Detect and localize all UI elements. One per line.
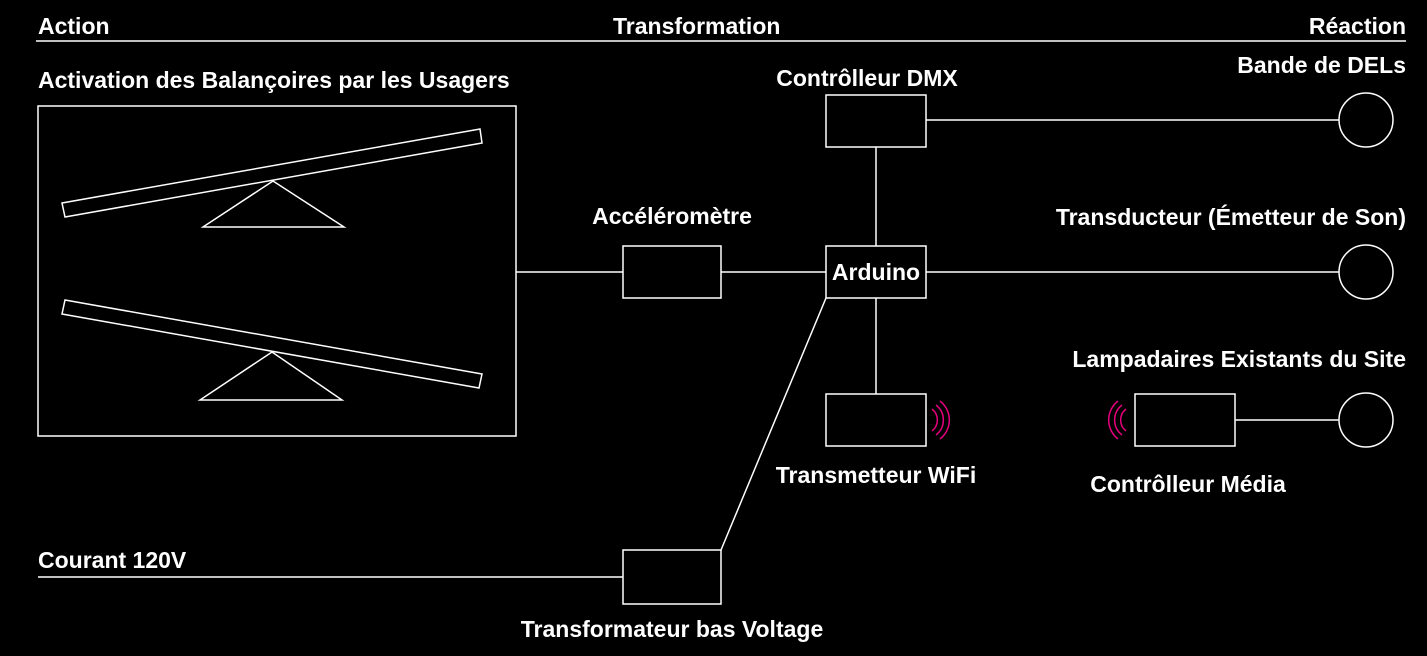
led-strip-label: Bande de DELs [1237, 52, 1406, 78]
transformer-box [622, 549, 722, 605]
transformer-label: Transformateur bas Voltage [521, 616, 824, 642]
seesaw-bottom-plank [61, 299, 483, 389]
swings-label: Activation des Balançoires par les Usage… [38, 67, 510, 93]
dmx-controller-label: Contrôlleur DMX [776, 65, 958, 91]
receiver-signal-arc-middle [1113, 404, 1123, 436]
transducer-output [1338, 244, 1394, 300]
media-controller-box [1134, 393, 1236, 447]
wifi-transmitter-label: Transmetteur WiFi [776, 462, 976, 488]
seesaw-bottom [61, 299, 483, 401]
dmx-controller-box [825, 94, 927, 148]
seesaw-top-plank [61, 128, 483, 218]
accelerometer-label: Accéléromètre [592, 203, 752, 229]
wifi-signal-arc-inner [931, 408, 939, 432]
media-controller-label: Contrôlleur Média [1090, 471, 1286, 497]
arduino-label: Arduino [832, 259, 920, 285]
link-transformer-arduino [720, 297, 827, 551]
receiver-signal-arc-inner [1119, 408, 1127, 432]
accelerometer-box [622, 245, 722, 299]
header-action: Action [38, 13, 110, 39]
header-reaction: Réaction [1309, 13, 1406, 39]
swings-frame [37, 105, 517, 437]
transducer-label: Transducteur (Émetteur de Son) [1056, 203, 1406, 230]
wifi-signal-arc-middle [935, 404, 945, 436]
wifi-signal-arc-outer [939, 400, 951, 440]
header-transformation: Transformation [613, 13, 780, 39]
wifi-transmitter-box [825, 393, 927, 447]
seesaw-top [61, 128, 483, 228]
power-label: Courant 120V [38, 547, 187, 573]
arduino-box [825, 245, 927, 299]
wireless-signal-icon [931, 400, 951, 440]
wireless-signal-icon [1107, 400, 1127, 440]
seesaw-bottom-fulcrum [197, 351, 345, 401]
receiver-signal-arc-outer [1107, 400, 1119, 440]
seesaw-top-fulcrum [200, 180, 347, 228]
led-strip-output [1338, 92, 1394, 148]
streetlights-output [1338, 392, 1394, 448]
streetlights-label: Lampadaires Existants du Site [1072, 346, 1406, 372]
